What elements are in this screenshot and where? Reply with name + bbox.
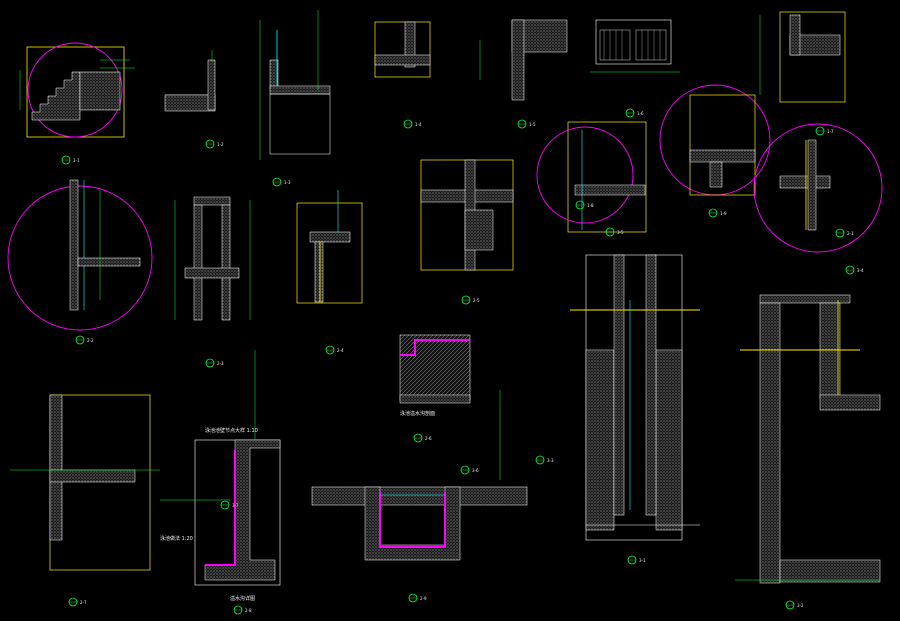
detail-tag-label: 1-6 [637, 111, 644, 116]
detail-tag-label: 1-2 [217, 142, 224, 147]
detail-tag-label: 2-5 [473, 298, 480, 303]
detail-tag-label: 3-6 [472, 468, 479, 473]
section-title-4: 溢水沟详图 [230, 595, 255, 602]
detail-curb [164, 50, 216, 112]
detail-pier [174, 196, 251, 321]
detail-slab-left [10, 394, 160, 571]
detail-corner-liner [399, 334, 471, 404]
detail-tag-label: 3-5 [617, 230, 624, 235]
detail-circle-mid-1 [536, 121, 647, 233]
detail-tag-label: 1-4 [415, 122, 422, 127]
detail-tag-label: 1-3 [284, 180, 291, 185]
detail-center-box [420, 159, 514, 271]
detail-tag-label: 2-7 [80, 600, 87, 605]
detail-circle-mid-2 [659, 84, 771, 196]
detail-wall-circle-left [7, 179, 153, 331]
detail-tag-label: 3-7 [232, 503, 239, 508]
detail-railing [590, 19, 680, 73]
detail-tags: 1-1 1-2 1-3 1-4 1-5 1-6 1-7 1-8 1-9 2-1 2-2 2-3 2-4 2… [61, 108, 864, 615]
detail-tag-label: 1-9 [720, 211, 727, 216]
section-title-2: 泳池溢水沟剖面 [400, 410, 435, 417]
detail-tag-label: 1-1 [73, 158, 80, 163]
detail-tag-label: 3-3 [547, 458, 554, 463]
detail-tag-label: 2-3 [217, 361, 224, 366]
detail-framed-ledge [296, 190, 363, 304]
detail-tag-label: 2-1 [847, 231, 854, 236]
detail-stair-circle [19, 42, 135, 138]
detail-tag-label: 1-8 [587, 203, 594, 208]
detail-pool-wall [160, 350, 281, 586]
section-title-1: 泳池池壁节点大样 1:10 [205, 427, 258, 434]
detail-tag-label: 1-5 [529, 122, 536, 127]
detail-tag-label: 2-9 [420, 596, 427, 601]
detail-tag-label: 3-2 [797, 603, 804, 608]
detail-circle-right [753, 123, 883, 253]
detail-tag-label: 1-7 [827, 129, 834, 134]
detail-coping [759, 11, 846, 103]
detail-tag-label: 2-6 [425, 436, 432, 441]
detail-tag-label: 3-1 [639, 558, 646, 563]
detail-tag-label: 2-4 [337, 348, 344, 353]
detail-tank-section [570, 254, 700, 541]
detail-tag-label: 3-4 [857, 268, 864, 273]
detail-wall-box [374, 21, 431, 78]
detail-overflow-channel [311, 390, 528, 561]
detail-corner [479, 19, 568, 101]
section-title-3: 泳池做法 1:20 [160, 535, 193, 542]
detail-tag-label: 2-2 [87, 338, 94, 343]
detail-pool-deep [735, 294, 881, 584]
detail-tag-label: 2-8 [245, 608, 252, 613]
detail-parapet [259, 10, 331, 160]
